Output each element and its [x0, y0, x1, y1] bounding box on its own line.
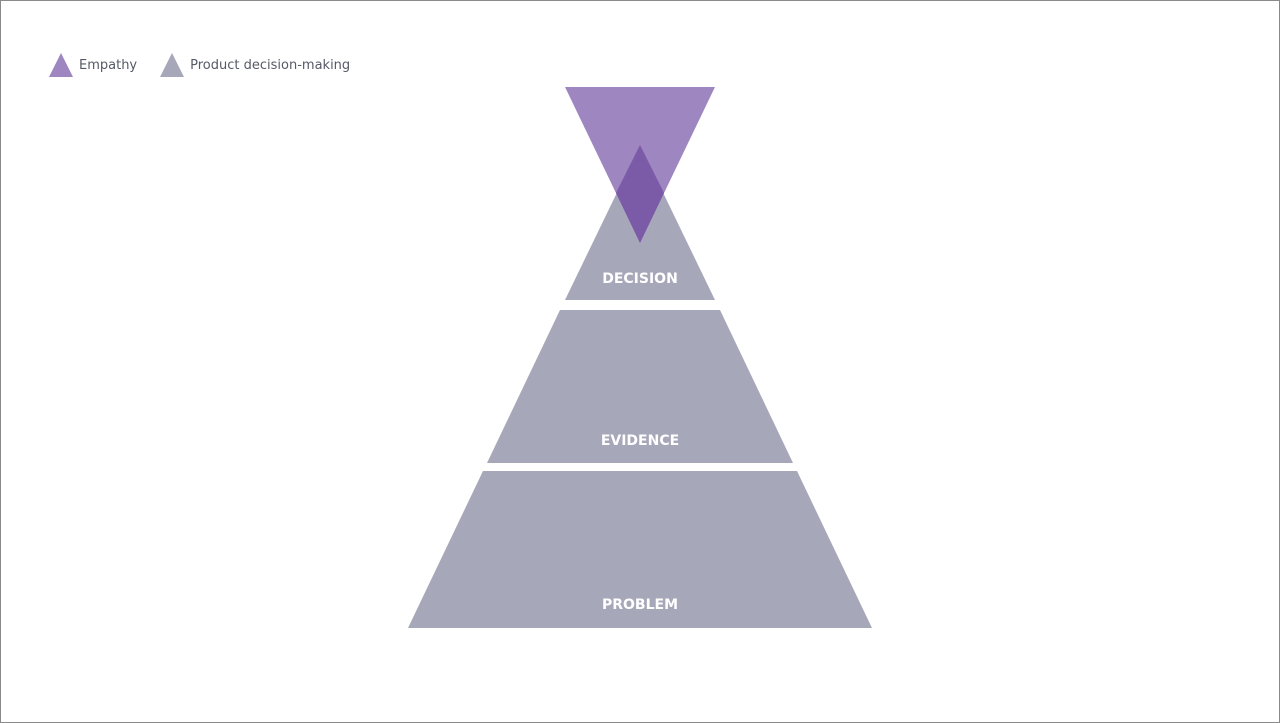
tier-label-evidence: EVIDENCE	[601, 433, 679, 449]
legend-label-empathy: Empathy	[79, 57, 138, 73]
triangle-icon	[49, 53, 73, 77]
legend-label-product-decision-making: Product decision-making	[190, 57, 351, 73]
tier-label-decision: DECISION	[602, 271, 678, 287]
empathy-overlap	[616, 145, 664, 243]
legend-item-empathy: Empathy	[48, 52, 137, 78]
legend: Empathy Product decision-making	[48, 52, 350, 78]
tier-label-problem: PROBLEM	[602, 597, 678, 613]
triangle-icon	[160, 53, 185, 77]
pyramid-tier-evidence	[487, 310, 793, 463]
legend-item-product-decision-making: Product decision-making	[159, 52, 350, 78]
pyramid-tier-problem	[408, 471, 872, 628]
